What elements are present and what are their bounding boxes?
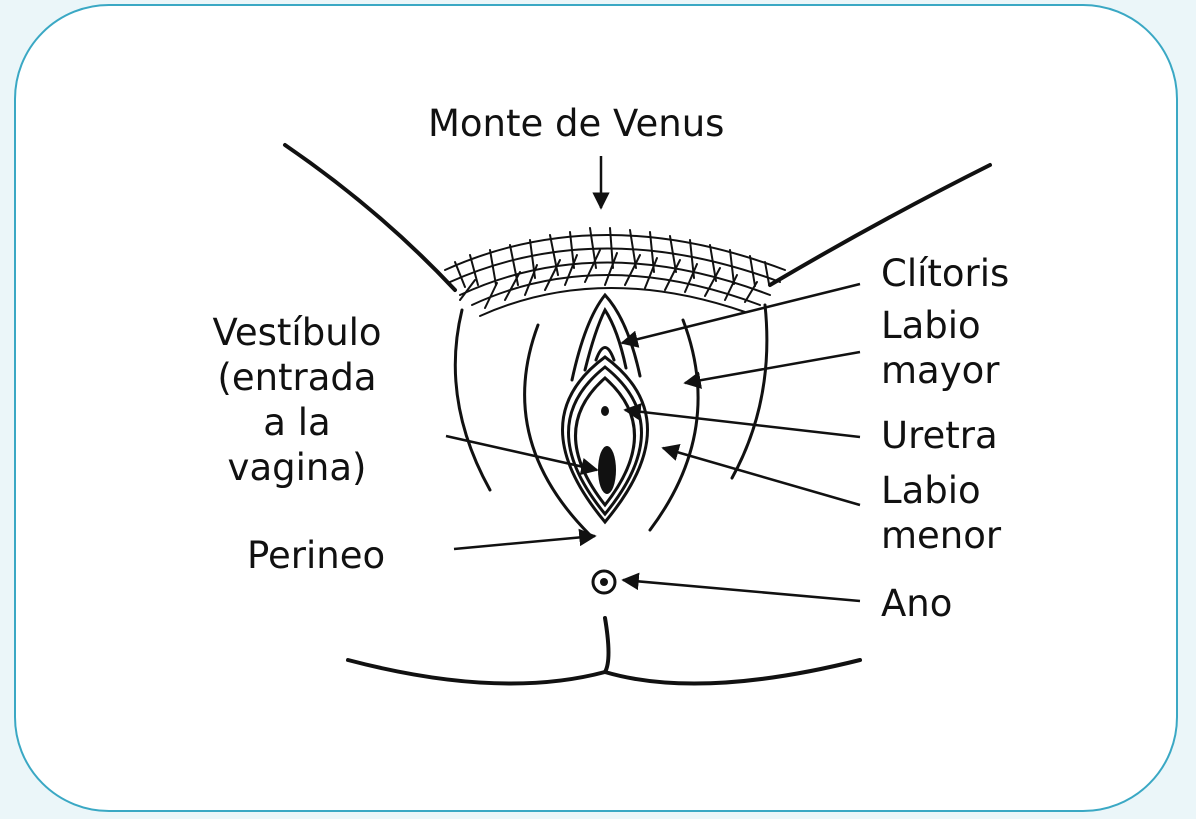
label-clitoris: Clítoris xyxy=(881,255,1009,292)
left-outer-fold xyxy=(455,310,490,490)
gluteal-cleft xyxy=(605,618,609,672)
label-labio-mayor-line2: mayor xyxy=(881,348,999,393)
left-thigh-line xyxy=(285,145,455,290)
urethra-mark xyxy=(601,406,609,416)
label-labio-mayor: Labio mayor xyxy=(881,303,999,393)
label-vestibulo-line2: (entrada xyxy=(192,355,402,400)
pubic-hair xyxy=(445,228,785,316)
label-vestibulo: Vestíbulo (entrada a la vagina) xyxy=(192,310,402,491)
label-labio-mayor-line1: Labio xyxy=(881,303,999,348)
arrow-uretra xyxy=(625,410,860,437)
label-uretra: Uretra xyxy=(881,417,998,454)
label-vestibulo-line4: vagina) xyxy=(192,445,402,490)
arrow-labio-mayor xyxy=(685,352,860,383)
arrow-clitoris xyxy=(622,284,860,343)
labia-majora-left xyxy=(525,325,590,535)
right-buttock xyxy=(605,660,860,684)
right-outer-fold xyxy=(732,305,767,478)
label-monte-de-venus: Monte de Venus xyxy=(428,105,724,142)
anus-center xyxy=(600,578,608,586)
label-labio-menor-line2: menor xyxy=(881,513,1001,558)
arrow-labio-menor xyxy=(663,448,860,505)
label-ano: Ano xyxy=(881,585,952,622)
left-buttock xyxy=(348,660,605,684)
label-labio-menor-line1: Labio xyxy=(881,468,1001,513)
labia-majora-right xyxy=(650,320,698,530)
arrow-ano xyxy=(623,580,860,601)
label-vestibulo-line3: a la xyxy=(192,400,402,445)
arrow-perineo xyxy=(454,536,595,549)
label-labio-menor: Labio menor xyxy=(881,468,1001,558)
vaginal-opening xyxy=(598,446,616,494)
label-perineo: Perineo xyxy=(247,537,385,574)
label-vestibulo-line1: Vestíbulo xyxy=(192,310,402,355)
